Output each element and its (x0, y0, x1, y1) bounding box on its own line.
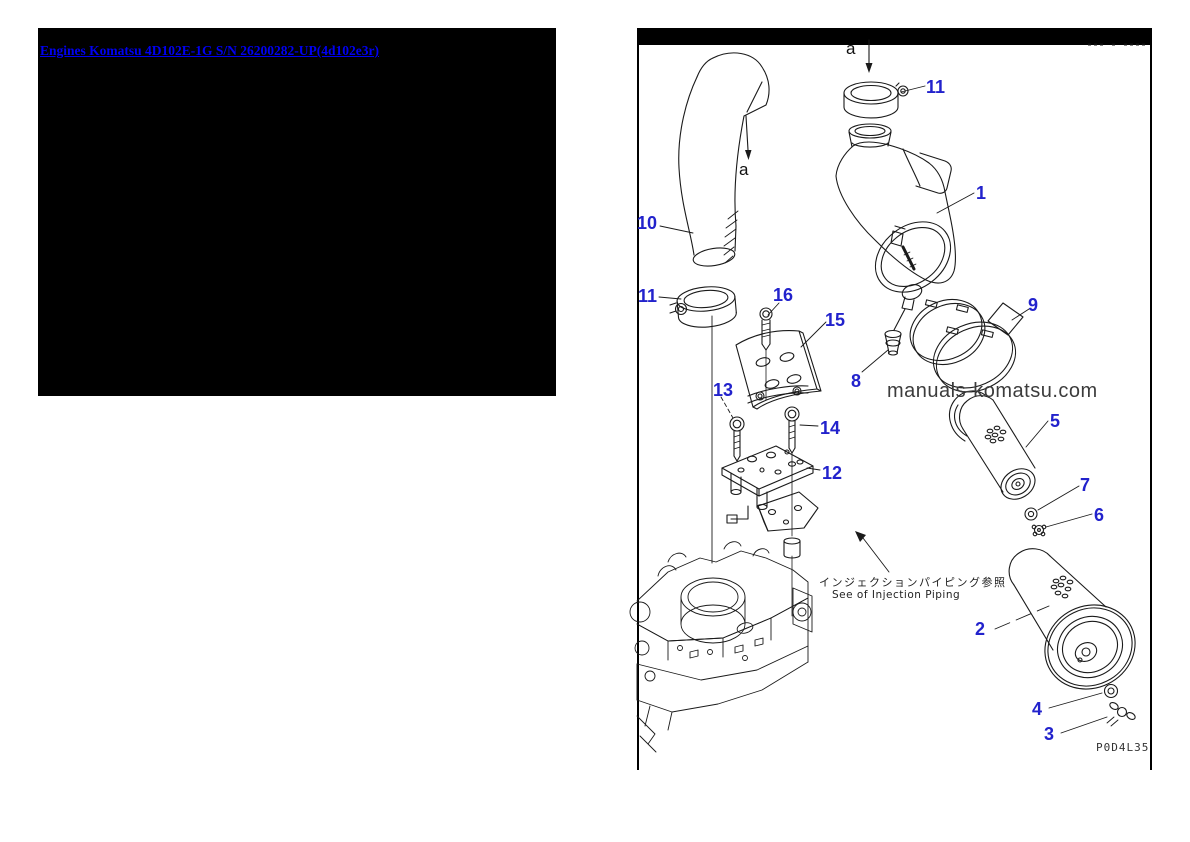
model-link[interactable]: Engines Komatsu 4D102E-1G S/N 26200282-U… (40, 43, 380, 58)
callout-14-11: 14 (820, 418, 841, 438)
callout-9-8: 9 (1028, 295, 1039, 315)
injection-piping-note-jp: インジェクションパイピング参照 (819, 576, 1007, 589)
callout-11-1: 11 (926, 77, 946, 97)
callout-12-12: 12 (822, 463, 843, 483)
callout-1-2: 1 (976, 183, 987, 203)
callout-7-14: 7 (1080, 475, 1091, 495)
view-ref-a-0: a (846, 39, 856, 58)
view-ref-a-4: a (739, 160, 749, 179)
callout-2-16: 2 (975, 619, 986, 639)
callout-4-17: 4 (1032, 699, 1043, 719)
callout-16-6: 16 (773, 285, 794, 305)
callout-6-15: 6 (1094, 505, 1105, 525)
callout-15-7: 15 (825, 310, 846, 330)
callout-11-5: 11 (638, 286, 658, 306)
callout-3-18: 3 (1044, 724, 1055, 744)
callout-5-13: 5 (1050, 411, 1061, 431)
header-black-box: Engines Komatsu 4D102E-1G S/N 26200282-U… (38, 28, 556, 396)
watermark: manuals-komatsu.com (887, 380, 1098, 402)
callout-10-3: 10 (637, 213, 658, 233)
callout-8-9: 8 (851, 371, 862, 391)
diagram-panel-topbar (637, 28, 1152, 45)
injection-piping-note-en: See of Injection Piping (832, 589, 961, 601)
callout-13-10: 13 (713, 380, 734, 400)
figure-code: P0D4L35 (1096, 741, 1150, 754)
